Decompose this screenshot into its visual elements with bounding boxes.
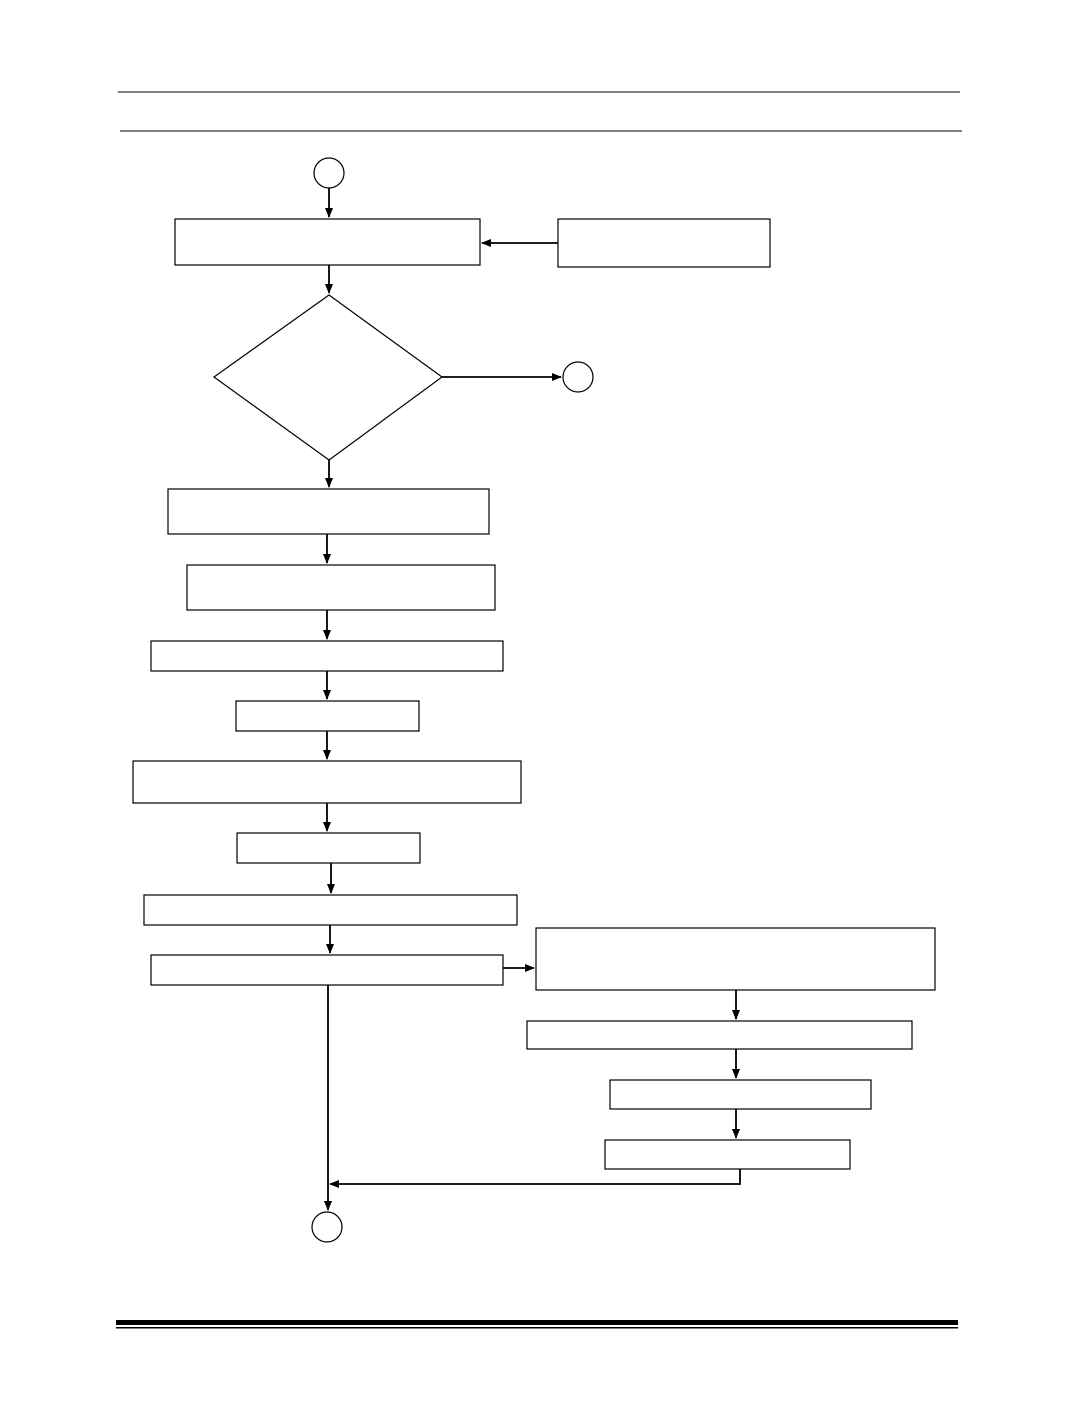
branch-step-4 bbox=[604, 1139, 851, 1170]
branch-step-1 bbox=[535, 927, 936, 991]
process-step-9 bbox=[150, 954, 504, 986]
process-step-7 bbox=[236, 832, 421, 864]
off-page-connector bbox=[562, 361, 594, 393]
start-connector bbox=[313, 157, 345, 189]
footer-double-rule bbox=[116, 1320, 958, 1329]
process-step-6 bbox=[132, 760, 522, 804]
branch-step-2 bbox=[526, 1020, 913, 1050]
end-connector bbox=[311, 1211, 343, 1243]
process-step-3 bbox=[186, 564, 496, 611]
process-step-1 bbox=[174, 218, 481, 266]
branch-step-3 bbox=[609, 1079, 872, 1110]
decision-diamond bbox=[212, 294, 444, 461]
process-step-4 bbox=[150, 640, 504, 672]
process-step-5 bbox=[235, 700, 420, 732]
side-input-box bbox=[557, 218, 771, 268]
process-step-2 bbox=[167, 488, 490, 535]
arrow-branch-4-merge-back bbox=[329, 1169, 741, 1188]
process-step-8 bbox=[143, 894, 518, 926]
